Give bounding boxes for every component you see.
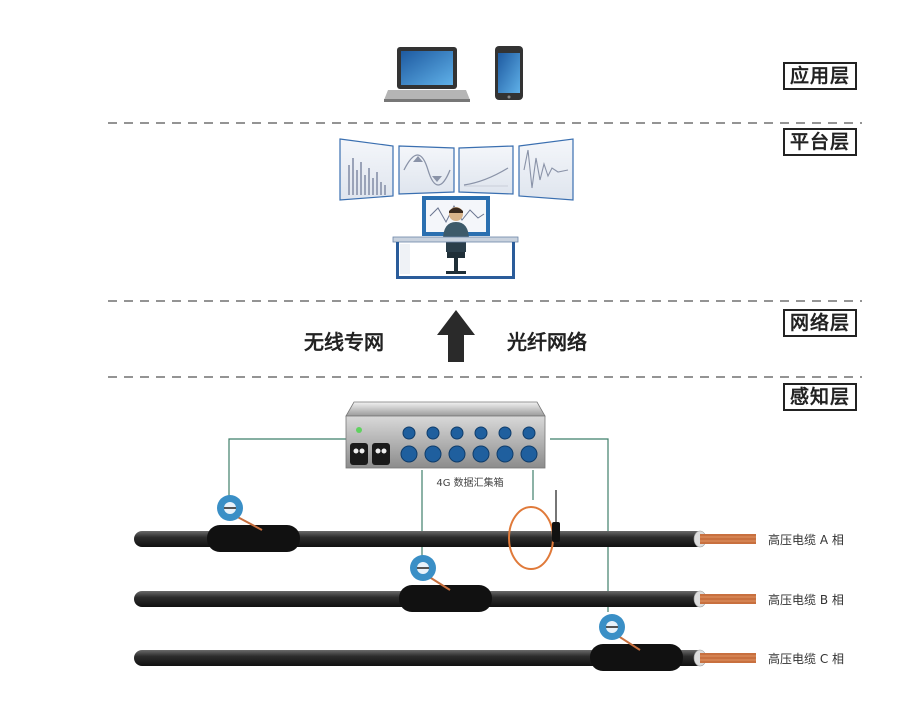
workstation-desk [392, 236, 519, 279]
cable-label-phase-c: 高压电缆 C 相 [768, 652, 845, 666]
cable-joint-b [399, 585, 492, 612]
data-collector-box [345, 401, 546, 469]
workstation-monitor [422, 196, 490, 236]
cable-label-phase-b: 高压电缆 B 相 [768, 593, 844, 607]
power-ports [350, 443, 390, 465]
cable-joint-c [590, 644, 683, 671]
cable-phase-a [134, 525, 756, 552]
network-fiber-text: 光纤网络 [507, 330, 587, 354]
wire-c-sensor [550, 438, 609, 612]
rogowski-coil-icon [508, 490, 560, 570]
clamp-sensor-c-icon [599, 614, 641, 651]
chart-panel-trend [458, 145, 514, 195]
chart-panel-sinewave [398, 145, 455, 195]
operator-person-icon [443, 207, 469, 274]
cable-joint-a [207, 525, 300, 552]
layer-separators [108, 122, 862, 378]
layer-label-network: 网络层 [783, 309, 857, 337]
cable-phase-b [134, 585, 756, 612]
clamp-sensor-b-icon [410, 555, 451, 591]
chart-panel-decay [518, 138, 574, 201]
network-wireless-text: 无线专网 [304, 330, 384, 354]
monitoring-panels [339, 138, 574, 201]
chart-panel-spectrum [339, 138, 394, 201]
layer-label-application: 应用层 [783, 62, 857, 90]
cable-phase-c [134, 644, 756, 671]
wire-a-sensor [228, 438, 349, 500]
status-led-icon [356, 427, 362, 433]
connector-ports [400, 426, 538, 463]
layer-label-perception: 感知层 [783, 383, 857, 411]
smartphone-icon [495, 46, 523, 100]
layer-label-platform: 平台层 [783, 128, 857, 156]
laptop-icon [384, 47, 470, 102]
clamp-sensor-a-icon [217, 495, 263, 531]
collector-box-caption: 4G 数据汇集箱 [436, 478, 504, 489]
cable-label-phase-a: 高压电缆 A 相 [768, 533, 844, 547]
upload-arrow-icon [437, 310, 475, 362]
